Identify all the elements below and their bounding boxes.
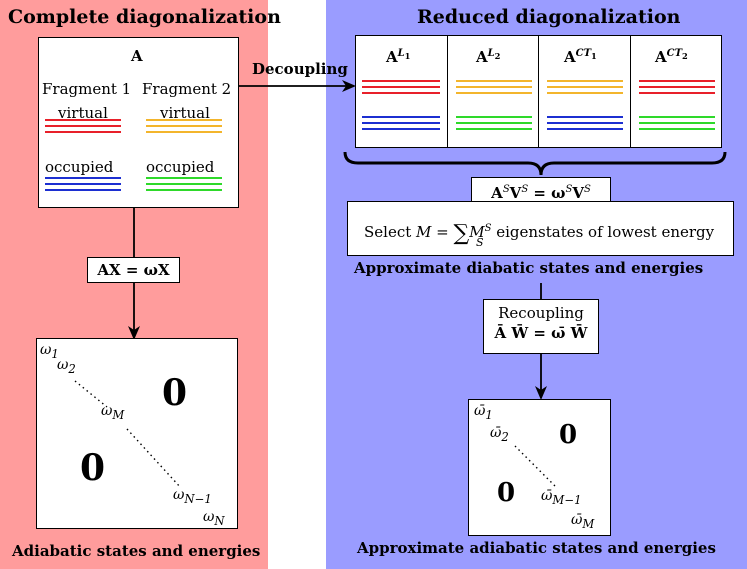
recoupling-box: Recoupling Ā W̄ = ω̄ W̄ <box>483 299 599 354</box>
omega-bar-2: ω̄2 <box>490 425 509 444</box>
sum-subscript: S <box>476 236 484 249</box>
omega-m: ωM <box>101 403 125 422</box>
diabatic-caption: Approximate diabatic states and energies <box>354 259 704 277</box>
matrix-a-label: A <box>131 47 143 65</box>
adiabatic-matrix-box: ω1 ω2 ωM ωN−1 ωN 0 0 <box>36 338 238 529</box>
right-zero-bottom: 0 <box>497 478 516 508</box>
virtual-1-label: virtual <box>58 104 108 122</box>
select-text: Select M = ∑MS eigenstates of lowest ene… <box>364 221 715 246</box>
block-ct2: ACT2 <box>631 36 721 147</box>
occupied-1-label: occupied <box>45 158 114 176</box>
left-caption: Adiabatic states and energies <box>12 542 261 560</box>
right-title: Reduced diagonalization <box>417 6 681 28</box>
fragment-2-occupied-levels <box>146 177 222 195</box>
select-states-box: Select M = ∑MS eigenstates of lowest ene… <box>347 201 734 256</box>
omega-1: ω1 <box>40 342 59 361</box>
left-equation: AX = ωX <box>97 261 170 279</box>
omega-n-minus-1: ωN−1 <box>173 487 212 506</box>
right-caption: Approximate adiabatic states and energie… <box>357 539 716 557</box>
matrix-a-box: A Fragment 1 Fragment 2 virtual virtual … <box>38 37 239 208</box>
recoupling-equation: Ā W̄ = ω̄ W̄ <box>494 324 588 342</box>
omega-bar-m-minus-1: ω̄M−1 <box>541 488 582 507</box>
right-diagonal-dots <box>514 445 556 487</box>
left-equation-box: AX = ωX <box>87 257 180 283</box>
approx-adiabatic-matrix-box: ω̄1 ω̄2 ω̄M−1 ω̄M 0 0 <box>468 399 611 536</box>
occupied-2-label: occupied <box>146 158 215 176</box>
block-ct1: ACT1 <box>539 36 631 147</box>
curly-brace <box>343 151 727 176</box>
right-zero-top: 0 <box>559 420 578 450</box>
omega-2: ω2 <box>57 357 76 376</box>
fragment-1-label: Fragment 1 <box>42 80 132 98</box>
decoupling-label: Decoupling <box>252 60 348 78</box>
omega-n: ωN <box>203 509 225 528</box>
left-title: Complete diagonalization <box>8 6 281 28</box>
block-l1: AL1 <box>356 36 448 147</box>
left-diagonal-dots <box>74 380 182 489</box>
eigen-equation-box: ASVS = ωSVS <box>471 177 611 202</box>
fragment-2-virtual-levels <box>146 119 222 137</box>
omega-bar-m: ω̄M <box>571 512 595 531</box>
eigen-equation: ASVS = ωSVS <box>491 184 591 202</box>
left-zero-top: 0 <box>162 372 188 414</box>
fragment-2-label: Fragment 2 <box>142 80 232 98</box>
virtual-2-label: virtual <box>160 104 210 122</box>
omega-bar-1: ω̄1 <box>474 403 493 422</box>
recoupling-label: Recoupling <box>498 304 584 322</box>
block-l2: AL2 <box>448 36 539 147</box>
fragment-1-occupied-levels <box>45 177 121 195</box>
diabatic-blocks: AL1 AL2 ACT1 ACT2 <box>355 35 722 148</box>
left-zero-bottom: 0 <box>80 447 106 489</box>
fragment-1-virtual-levels <box>45 119 121 137</box>
